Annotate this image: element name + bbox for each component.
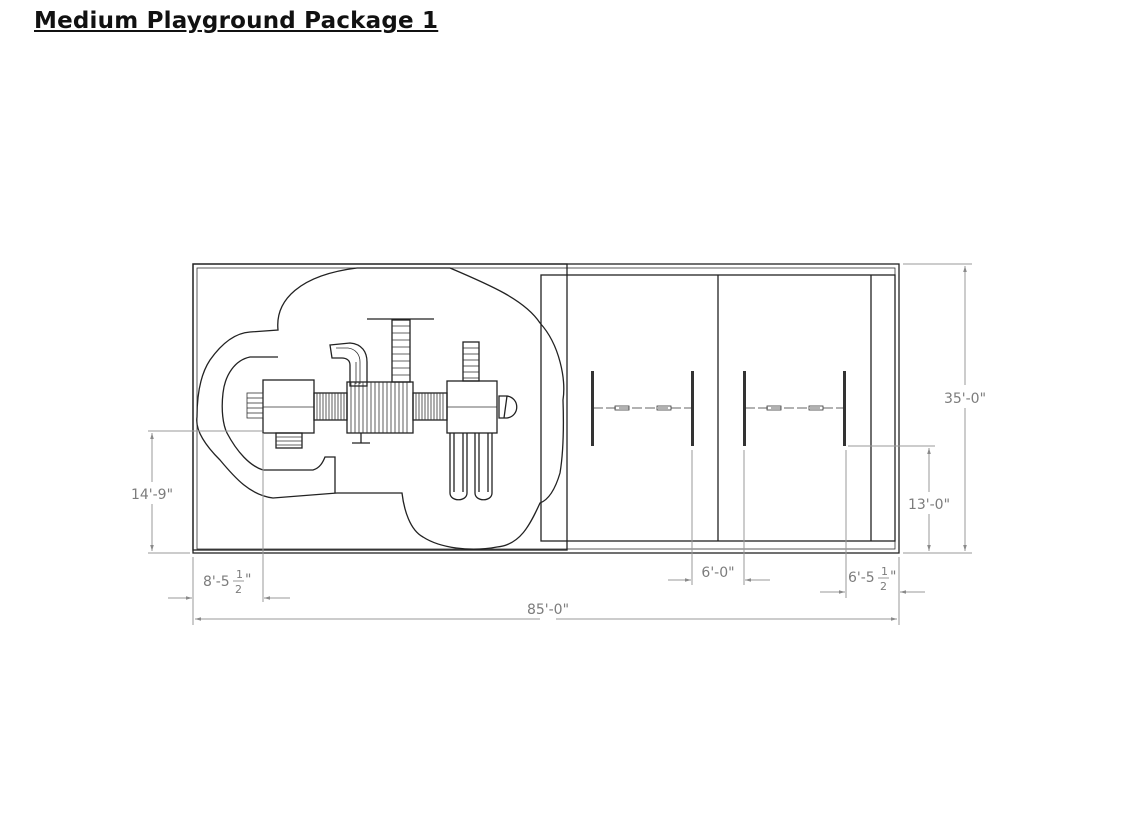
steering-post [352, 433, 370, 444]
dim-label-13ft: 13'-0" [908, 497, 950, 513]
play-structure [246, 318, 518, 501]
svg-text:2: 2 [880, 580, 887, 593]
dim-play-vertical: 14'-9" [131, 430, 262, 554]
dim-overall-width: 85'-0" [195, 602, 897, 621]
svg-text:6'-5: 6'-5 [848, 570, 875, 586]
left-bridge [313, 392, 348, 421]
site-boundary [192, 263, 900, 554]
dim-label-6ft: 6'-0" [701, 565, 734, 581]
svg-text:8'-5: 8'-5 [203, 574, 230, 590]
swing-area [540, 274, 896, 542]
dim-swing-gap: 6'-0" [668, 450, 770, 585]
dim-label-85ft: 85'-0" [527, 602, 569, 618]
swing-set-1 [591, 371, 694, 446]
left-deck [262, 379, 315, 434]
dim-label-35ft: 35'-0" [944, 391, 986, 407]
track-path [221, 356, 336, 493]
right-ladder [462, 341, 480, 382]
left-steps [246, 392, 264, 419]
dim-overall-depth: 35'-0" [903, 263, 986, 554]
right-bridge [412, 392, 448, 421]
svg-text:1: 1 [236, 568, 243, 581]
svg-text:": " [890, 569, 896, 585]
mulch-border [196, 267, 565, 550]
center-ladder [391, 319, 411, 383]
play-area-box [192, 263, 568, 551]
slide-1 [449, 433, 468, 501]
svg-text:": " [245, 572, 251, 588]
bottom-steps [275, 432, 303, 449]
svg-text:2: 2 [235, 583, 242, 596]
page-title: Medium Playground Package 1 [34, 8, 439, 34]
dim-swing-right: 6'-5 1 2 " [820, 450, 925, 625]
dim-play-horizontal: 8'-5 1 2 " [168, 433, 290, 625]
tube-slide [329, 342, 368, 387]
dim-swing-vertical: 13'-0" [848, 445, 950, 551]
dim-label-14ft: 14'-9" [131, 487, 173, 503]
svg-text:1: 1 [881, 565, 888, 578]
slide-2 [474, 433, 493, 501]
dome-icon [498, 395, 518, 419]
swing-set-2 [743, 371, 846, 446]
